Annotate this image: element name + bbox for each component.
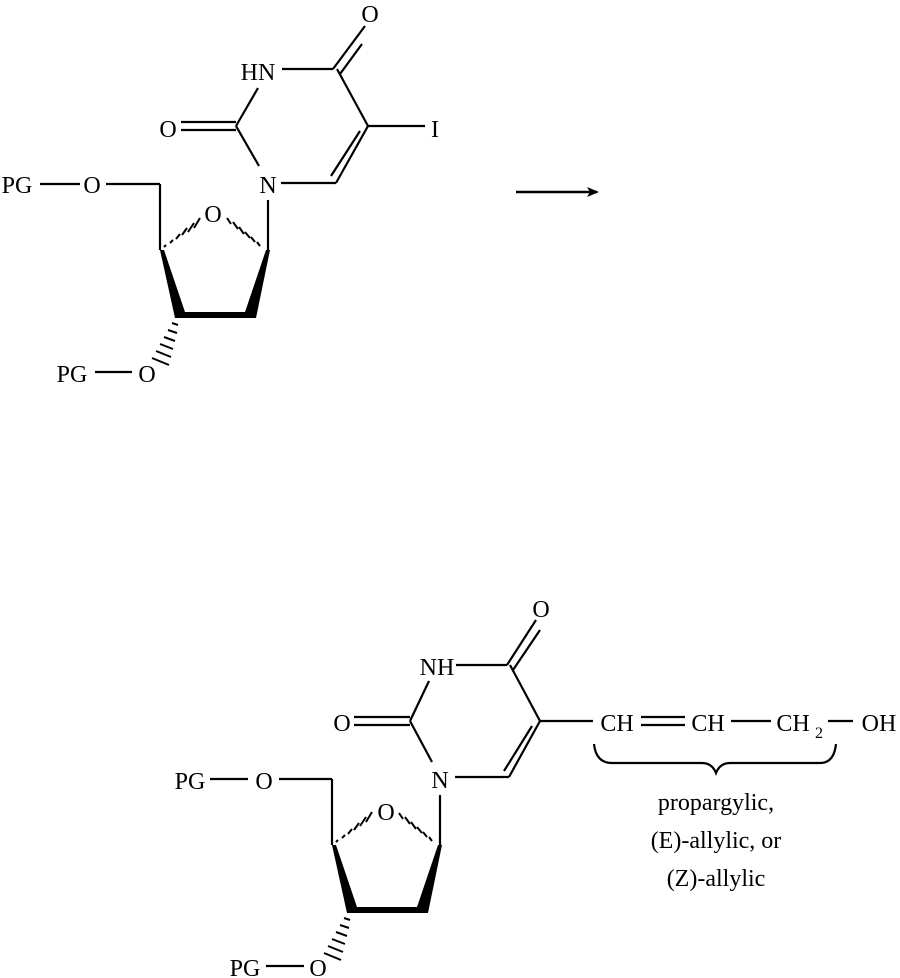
bond-c5-c6 (508, 720, 541, 778)
atom-o-top: O (361, 2, 378, 28)
hashed-bond-c4prime-o (335, 811, 373, 843)
atom-oh: OH (862, 711, 897, 737)
hashed-bond-c4prime-o (163, 217, 201, 248)
annotation-line-2: (E)-allylic, or (651, 828, 782, 854)
bond-c4-o (506, 619, 537, 666)
atom-o5: O (83, 173, 100, 199)
bond-n1-c2 (409, 720, 433, 763)
bond-c5-c6 (335, 125, 369, 184)
bond-c2-n3 (409, 680, 430, 722)
atom-ch2-subscript: 2 (815, 725, 823, 742)
hashed-bond-o-c1prime (226, 217, 261, 247)
atom-ch-1: CH (600, 711, 633, 737)
bond-c5-c6-double (330, 130, 361, 177)
bold-bond-c3prime-c2prime (175, 312, 255, 318)
atom-o-top: O (532, 597, 549, 623)
hashed-bond-o-c1prime (398, 812, 433, 842)
bond-c5-c6-double (503, 725, 533, 772)
atom-pg5: PG (2, 173, 33, 199)
brace-icon (592, 743, 838, 776)
atom-o3: O (309, 956, 326, 978)
atom-ch-2: CH (691, 711, 724, 737)
atom-ring-o: O (377, 800, 394, 826)
atom-ring-o: O (204, 202, 221, 228)
bond-n1-c2 (235, 125, 260, 167)
wedge-c1prime-c2prime (415, 845, 442, 913)
atom-iodine: I (431, 117, 439, 143)
atom-pg5: PG (175, 769, 206, 795)
reactant-molecule: O HN O I N PG O O (2, 2, 439, 388)
bold-bond-c3prime-c2prime (347, 907, 427, 913)
atom-pg3: PG (57, 362, 88, 388)
atom-hn: HN (241, 60, 276, 86)
wedge-c4prime-c3prime (332, 845, 359, 913)
atom-n1: N (431, 768, 448, 794)
product-molecule: O NH O N CH CH CH 2 OH propargylic, (E)-… (175, 597, 897, 978)
annotation-line-3: (Z)-allylic (667, 866, 766, 892)
bond-c4-o-double (512, 629, 541, 671)
hashed-bond-c3prime-o3 (323, 917, 351, 961)
bond-c2-n3 (235, 87, 259, 127)
atom-o5: O (255, 769, 272, 795)
bond-c4-c5 (509, 664, 541, 722)
atom-ch2: CH (776, 711, 809, 737)
atom-o-left: O (159, 117, 176, 143)
atom-o-left: O (333, 711, 350, 737)
atom-nh: NH (420, 655, 455, 681)
bond-c4-o (332, 25, 366, 70)
atom-pg3: PG (230, 956, 261, 978)
wedge-c4prime-c3prime (160, 250, 187, 318)
bond-c4-o-double (339, 43, 363, 75)
atom-n1: N (259, 173, 276, 199)
annotation-line-1: propargylic, (658, 790, 774, 816)
hashed-bond-c3prime-o3 (151, 322, 179, 366)
bond-c4-c5 (336, 68, 369, 127)
atom-o3: O (138, 362, 155, 388)
wedge-c1prime-c2prime (243, 250, 270, 318)
